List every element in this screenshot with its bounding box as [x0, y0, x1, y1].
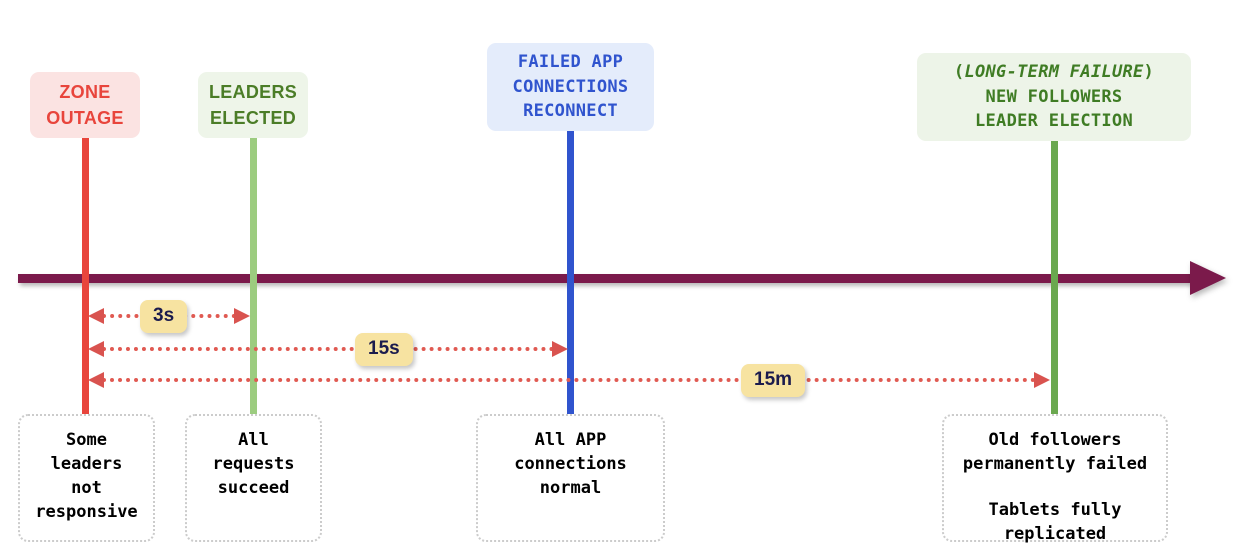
state-box-leaders-elected: All requests succeed [185, 414, 322, 542]
state-box-text: Some leaders not responsive [35, 430, 138, 523]
event-chip-line: NEW FOLLOWERS [985, 86, 1123, 107]
state-box-zone-outage: Some leaders not responsive [18, 414, 155, 542]
event-chip-line: OUTAGE [46, 108, 124, 129]
event-marker-new-followers-leader-election [1051, 128, 1058, 420]
duration-measure-3s [0, 305, 1252, 327]
timeline-axis-arrowhead-icon [1190, 261, 1226, 295]
timeline-axis-line [18, 274, 1198, 283]
event-chip-zone-outage: ZONE OUTAGE [30, 72, 140, 139]
event-marker-zone-outage [82, 128, 89, 418]
event-chip-line: ZONE [59, 82, 111, 102]
duration-badge-15s: 15s [355, 333, 413, 366]
duration-arrowhead-left-icon [88, 308, 104, 324]
duration-arrowhead-right-icon [1034, 372, 1050, 388]
event-chip-line: (LONG-TERM FAILURE) [953, 62, 1155, 82]
duration-arrowhead-left-icon [88, 341, 104, 357]
duration-dotted-line [102, 378, 1036, 382]
duration-badge-3s: 3s [140, 300, 188, 333]
duration-badge-15m: 15m [741, 364, 806, 397]
state-box-failed-app-connections-reconnect: All APP connections normal [476, 414, 665, 542]
duration-arrowhead-right-icon [552, 341, 568, 357]
state-box-text: All APP connections normal [514, 430, 627, 499]
event-chip-leaders-elected: LEADERS ELECTED [198, 72, 308, 139]
event-chip-line: LEADERS [208, 82, 298, 102]
state-box-text: Tablets fully replicated [988, 499, 1122, 544]
state-box-text: All requests succeed [212, 430, 295, 499]
duration-measure-15s [0, 338, 1252, 360]
event-chip-line: RECONNECT [523, 101, 618, 122]
state-box-text: Old followers permanently failed [962, 430, 1148, 475]
event-chip-failed-app-connections-reconnect: FAILED APP CONNECTIONS RECONNECT [487, 43, 654, 131]
event-marker-failed-app-connections-reconnect [567, 125, 574, 420]
duration-measure-15m [0, 369, 1252, 391]
duration-arrowhead-left-icon [88, 372, 104, 388]
event-chip-line: ELECTED [209, 108, 297, 129]
event-chip-line: FAILED APP [517, 52, 624, 72]
event-chip-line: LEADER ELECTION [974, 111, 1134, 132]
event-chip-line: CONNECTIONS [512, 76, 629, 97]
event-marker-leaders-elected [250, 128, 257, 418]
event-chip-new-followers-leader-election: (LONG-TERM FAILURE) NEW FOLLOWERS LEADER E… [917, 53, 1191, 141]
duration-dotted-line [102, 347, 554, 351]
duration-arrowhead-right-icon [234, 308, 250, 324]
